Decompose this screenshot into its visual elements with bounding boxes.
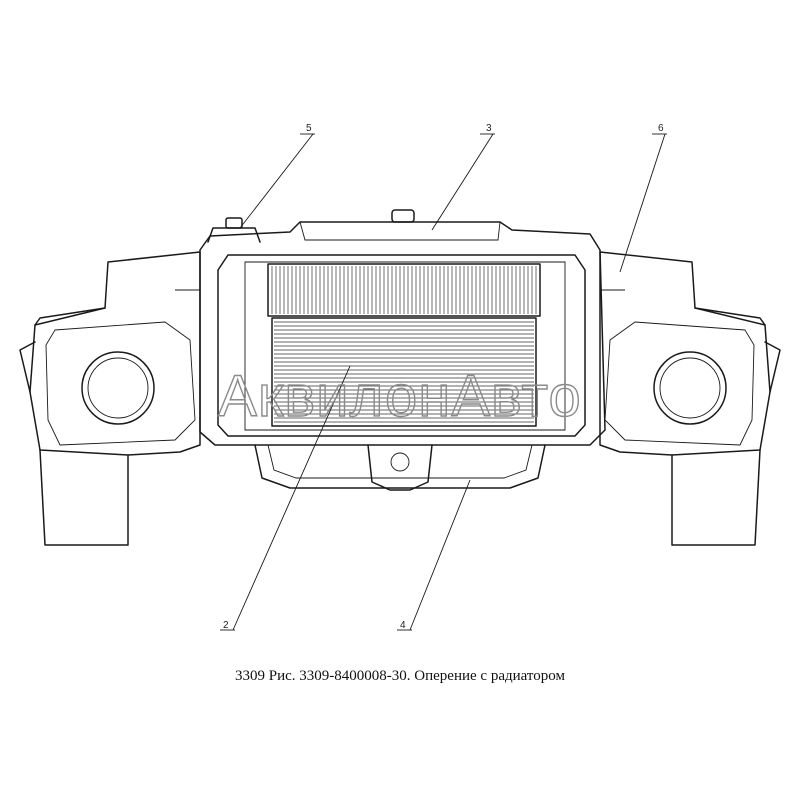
- callout-4: 4: [400, 620, 406, 631]
- callout-5: 5: [306, 123, 312, 134]
- bumper-bar: [254, 444, 546, 491]
- radiator-frame: [199, 221, 606, 446]
- radiator-core: [267, 263, 541, 427]
- callout-2: 2: [223, 620, 229, 631]
- figure-caption: 3309 Рис. 3309-8400008-30. Оперение с ра…: [235, 668, 565, 684]
- leader-lines: [220, 133, 667, 631]
- right-headlight: [653, 351, 727, 425]
- radiator-cap: [391, 209, 415, 223]
- callout-3: 3: [486, 123, 492, 134]
- right-fender: [599, 251, 781, 546]
- callout-6: 6: [658, 123, 664, 134]
- watermark: АквилонАвто: [218, 364, 581, 429]
- expansion-tank: [207, 217, 261, 243]
- left-headlight: [81, 351, 155, 425]
- left-fender: [19, 251, 201, 546]
